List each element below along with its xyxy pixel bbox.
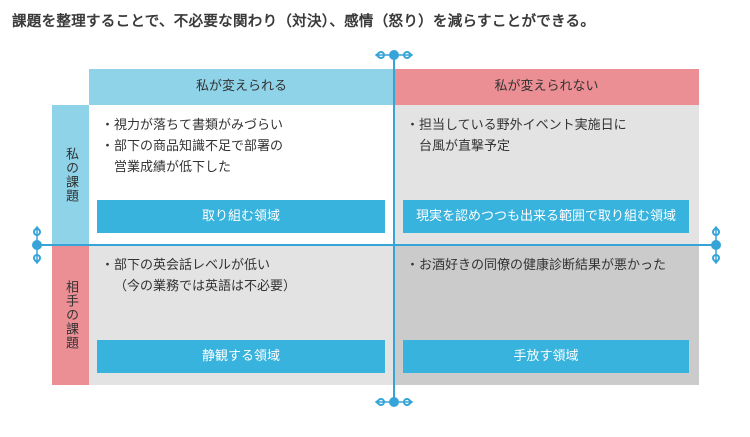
row-header-mine: 私の課題 [52, 105, 89, 245]
list-item: （今の業務では英語は不必要） [114, 279, 297, 294]
quadrant-top-right-list: ・担当している野外イベント実施日に 台風が直撃予定 [406, 115, 627, 157]
list-item: ・お酒好きの同僚の健康診断結果が悪かった [406, 258, 667, 273]
area-label-tackle: 取り組む領域 [97, 200, 385, 233]
area-label-watch: 静観する領域 [97, 340, 385, 373]
list-item: ・部下の商品知識不足で部署の [101, 139, 284, 154]
quadrant-bottom-right: ・お酒好きの同僚の健康診断結果が悪かった 手放す領域 [394, 245, 699, 385]
row-header-mine-label: 私の課題 [63, 147, 78, 203]
horizontal-axis-line [37, 244, 717, 246]
diagram-title: 課題を整理することで、不必要な関わり（対決）、感情（怒り）を減らすことができる。 [12, 14, 596, 30]
row-header-theirs: 相手の課題 [52, 245, 89, 385]
list-item: ・視力が落ちて書類がみづらい [101, 118, 284, 133]
vertical-axis-line [393, 58, 395, 402]
horizontal-axis-right-arrow-icon [712, 225, 720, 265]
list-item: ・担当している野外イベント実施日に [406, 118, 627, 133]
list-item: 営業成績が低下した [114, 160, 232, 175]
row-header-theirs-label: 相手の課題 [63, 280, 78, 350]
list-item: 台風が直撃予定 [419, 139, 511, 154]
vertical-axis-top-arrow-icon [374, 51, 414, 59]
column-header-changeable: 私が変えられる [89, 69, 394, 105]
list-item: ・部下の英会話レベルが低い [101, 258, 271, 273]
quadrant-top-left-list: ・視力が落ちて書類がみづらい ・部下の商品知識不足で部署の 営業成績が低下した [101, 115, 283, 178]
quadrant-bottom-left-list: ・部下の英会話レベルが低い （今の業務では英語は不必要） [101, 255, 296, 297]
area-label-let-go: 手放す領域 [403, 340, 689, 373]
quadrant-bottom-right-list: ・お酒好きの同僚の健康診断結果が悪かった [406, 255, 666, 276]
horizontal-axis-left-arrow-icon [33, 225, 41, 265]
vertical-axis-bottom-arrow-icon [374, 398, 414, 406]
column-header-unchangeable: 私が変えられない [394, 69, 699, 105]
quadrant-top-left: ・視力が落ちて書類がみづらい ・部下の商品知識不足で部署の 営業成績が低下した … [89, 105, 394, 245]
area-label-accept-and-tackle: 現実を認めつつも出来る範囲で取り組む領域 [403, 200, 689, 233]
quadrant-top-right: ・担当している野外イベント実施日に 台風が直撃予定 現実を認めつつも出来る範囲で… [394, 105, 699, 245]
quadrant-bottom-left: ・部下の英会話レベルが低い （今の業務では英語は不必要） 静観する領域 [89, 245, 394, 385]
